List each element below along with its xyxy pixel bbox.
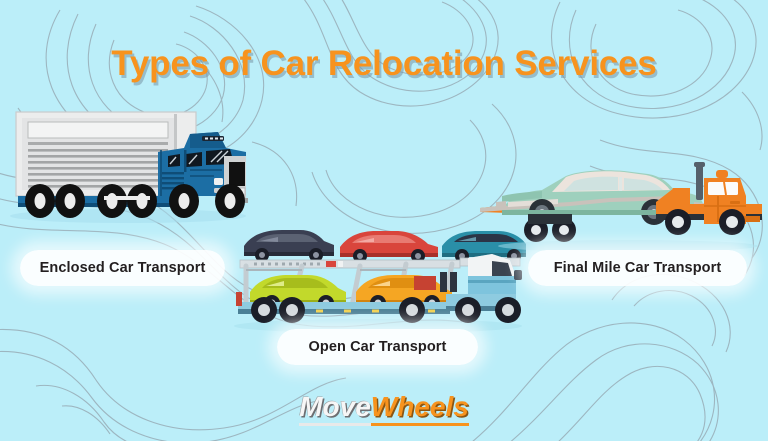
label-final-mile-car-transport-text: Final Mile Car Transport xyxy=(553,260,722,276)
label-open-car-transport: Open Car Transport xyxy=(277,329,478,365)
open-car-transport-illustration xyxy=(234,230,526,333)
brand-logo: MoveWheels xyxy=(0,391,768,426)
label-enclosed-car-transport-text: Enclosed Car Transport xyxy=(39,260,206,276)
brand-logo-wheels: Wheels xyxy=(370,391,469,426)
brand-logo-move: Move xyxy=(299,391,371,426)
enclosed-car-transport-illustration xyxy=(10,111,248,223)
final-mile-car-transport-illustration xyxy=(480,162,762,252)
page-title: Types of Car Relocation Services xyxy=(111,44,657,83)
label-enclosed-car-transport: Enclosed Car Transport xyxy=(20,250,225,286)
label-open-car-transport-text: Open Car Transport xyxy=(308,339,447,355)
label-final-mile-car-transport: Final Mile Car Transport xyxy=(528,250,747,286)
